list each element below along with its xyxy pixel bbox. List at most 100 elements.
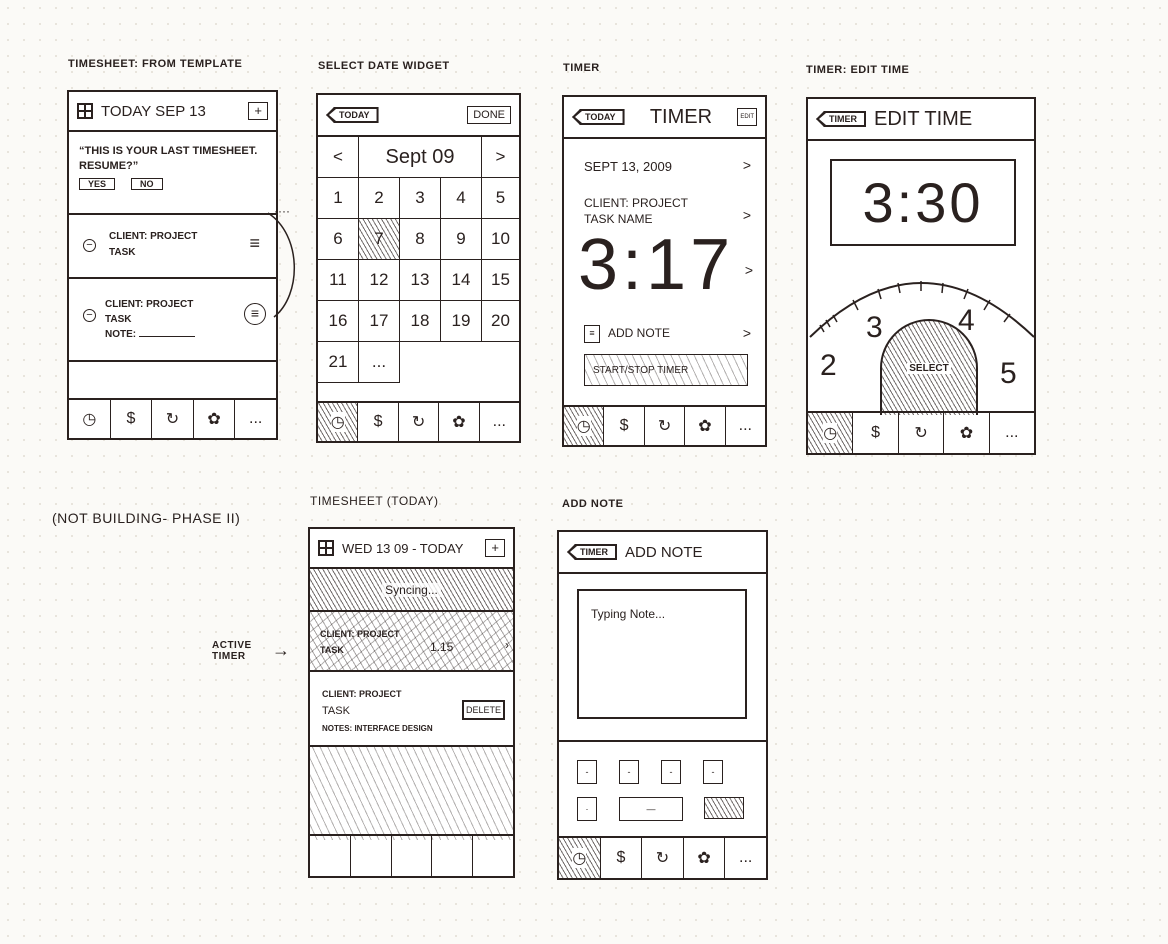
time-display[interactable]: 3:30	[830, 159, 1016, 246]
tab-clock[interactable]: ◷	[808, 413, 854, 453]
key-button[interactable]: -	[703, 760, 723, 784]
add-note-link[interactable]: ADD NOTE	[608, 326, 671, 340]
calendar-day[interactable]: 19	[441, 301, 482, 342]
calendar-day[interactable]: 5	[482, 178, 519, 219]
dial-number[interactable]: 5	[1000, 357, 1017, 390]
tab-refresh[interactable]: ↻	[152, 400, 194, 438]
tab-refresh[interactable]	[392, 836, 433, 876]
tab-refresh[interactable]: ↻	[642, 838, 684, 878]
tab-flower[interactable]: ✿	[944, 413, 990, 453]
tab-dollar[interactable]	[351, 836, 392, 876]
calendar-day[interactable]: 3	[400, 178, 441, 219]
tab-dollar[interactable]: $	[601, 838, 643, 878]
add-button[interactable]: +	[248, 102, 268, 120]
key-button[interactable]: -	[619, 760, 639, 784]
tab-more[interactable]: ...	[480, 403, 519, 441]
tab-more[interactable]: ...	[726, 407, 765, 445]
calendar-day[interactable]: 6	[318, 219, 359, 260]
date-value[interactable]: SEPT 13, 2009	[584, 159, 672, 174]
time-dial[interactable]	[808, 269, 1034, 419]
back-button[interactable]: TIMER	[816, 111, 866, 127]
calendar-day[interactable]: 10	[482, 219, 519, 260]
yes-button[interactable]: YES	[79, 178, 116, 190]
tab-dollar[interactable]: $	[111, 400, 153, 438]
start-stop-timer-button[interactable]: START/STOP TIMER	[584, 354, 748, 386]
calendar-day[interactable]: 17	[359, 301, 400, 342]
calendar-day[interactable]: 13	[400, 260, 441, 301]
tab-clock[interactable]: ◷	[318, 403, 359, 441]
clock-icon: ◷	[823, 423, 838, 443]
back-button[interactable]: TIMER	[567, 544, 617, 560]
dial-number[interactable]: 3	[866, 311, 883, 344]
next-month-button[interactable]: >	[482, 137, 519, 178]
tab-flower[interactable]: ✿	[685, 407, 726, 445]
grid-icon[interactable]	[77, 103, 93, 119]
edit-button[interactable]: EDIT	[737, 108, 757, 126]
tab-more[interactable]: ...	[725, 838, 766, 878]
calendar-day[interactable]: 11	[318, 260, 359, 301]
remove-icon[interactable]: −	[83, 309, 96, 322]
calendar-day[interactable]: 2	[359, 178, 400, 219]
note-textarea[interactable]: Typing Note...	[577, 589, 747, 719]
calendar-day[interactable]: 16	[318, 301, 359, 342]
key-button[interactable]: -	[661, 760, 681, 784]
calendar-day[interactable]: 15	[482, 260, 519, 301]
add-button[interactable]: +	[485, 539, 505, 557]
tab-clock[interactable]: ◷	[559, 838, 601, 878]
tab-flower[interactable]: ✿	[194, 400, 236, 438]
tab-more[interactable]	[473, 836, 513, 876]
key-button[interactable]: -	[577, 760, 597, 784]
tab-bar: ◷$↻✿...	[564, 405, 765, 445]
tab-clock[interactable]: ◷	[564, 407, 605, 445]
return-key-button[interactable]	[704, 797, 744, 819]
tab-flower[interactable]	[432, 836, 474, 876]
calendar-day[interactable]: 18	[400, 301, 441, 342]
dollar-icon: $	[373, 413, 383, 430]
calendar-day[interactable]: 21	[318, 342, 359, 383]
done-button[interactable]: DONE	[467, 106, 511, 124]
back-button[interactable]: TODAY	[326, 107, 379, 123]
back-button[interactable]: TODAY	[572, 109, 625, 125]
space-key-button[interactable]: —	[619, 797, 683, 821]
prev-month-button[interactable]: <	[318, 137, 359, 178]
more-icon: ...	[492, 413, 506, 430]
tab-refresh[interactable]: ↻	[399, 403, 440, 441]
calendar-day[interactable]: 12	[359, 260, 400, 301]
tab-refresh[interactable]: ↻	[899, 413, 945, 453]
tab-flower[interactable]: ✿	[684, 838, 726, 878]
tab-clock[interactable]	[310, 836, 351, 876]
no-button[interactable]: NO	[131, 178, 163, 190]
calendar-day[interactable]: 4	[441, 178, 482, 219]
entry-row[interactable]: CLIENT: PROJECT TASK NOTES: interface de…	[310, 672, 513, 747]
entry-row[interactable]: − CLIENT: PROJECT TASK NOTE: ≡	[69, 279, 276, 362]
calendar-day[interactable]: 20	[482, 301, 519, 342]
timer-display[interactable]: 3:17	[578, 225, 735, 305]
task-selector[interactable]: CLIENT: PROJECT TASK NAME	[584, 195, 688, 227]
calendar-day[interactable]: 8	[400, 219, 441, 260]
calendar-day[interactable]: ...	[359, 342, 400, 383]
key-button[interactable]: ·	[577, 797, 597, 821]
calendar-day[interactable]: 9	[441, 219, 482, 260]
entry-row[interactable]: − CLIENT: PROJECT TASK ≡	[69, 215, 276, 279]
dial-number[interactable]: 4	[958, 304, 975, 337]
tab-dollar[interactable]: $	[358, 403, 399, 441]
tab-more[interactable]: ...	[990, 413, 1034, 453]
grid-icon[interactable]	[318, 540, 334, 556]
tab-flower[interactable]: ✿	[439, 403, 480, 441]
calendar-day-selected[interactable]: 7	[359, 219, 400, 260]
tab-dollar[interactable]: $	[853, 413, 899, 453]
delete-button[interactable]: DELETE	[461, 700, 505, 720]
tab-more[interactable]: ...	[235, 400, 276, 438]
calendar-day[interactable]: 1	[318, 178, 359, 219]
tab-refresh[interactable]: ↻	[645, 407, 686, 445]
reorder-icon[interactable]: ≡	[249, 233, 260, 253]
tab-dollar[interactable]: $	[604, 407, 645, 445]
remove-icon[interactable]: −	[83, 239, 96, 252]
reorder-icon[interactable]: ≡	[244, 303, 266, 325]
active-timer-row[interactable]: CLIENT: PROJECT TASK 1.15 ›	[310, 612, 513, 672]
tab-clock[interactable]: ◷	[69, 400, 111, 438]
dial-number[interactable]: 2	[820, 349, 837, 382]
select-button[interactable]: SELECT	[880, 319, 978, 415]
more-icon: ...	[249, 410, 263, 427]
calendar-day[interactable]: 14	[441, 260, 482, 301]
